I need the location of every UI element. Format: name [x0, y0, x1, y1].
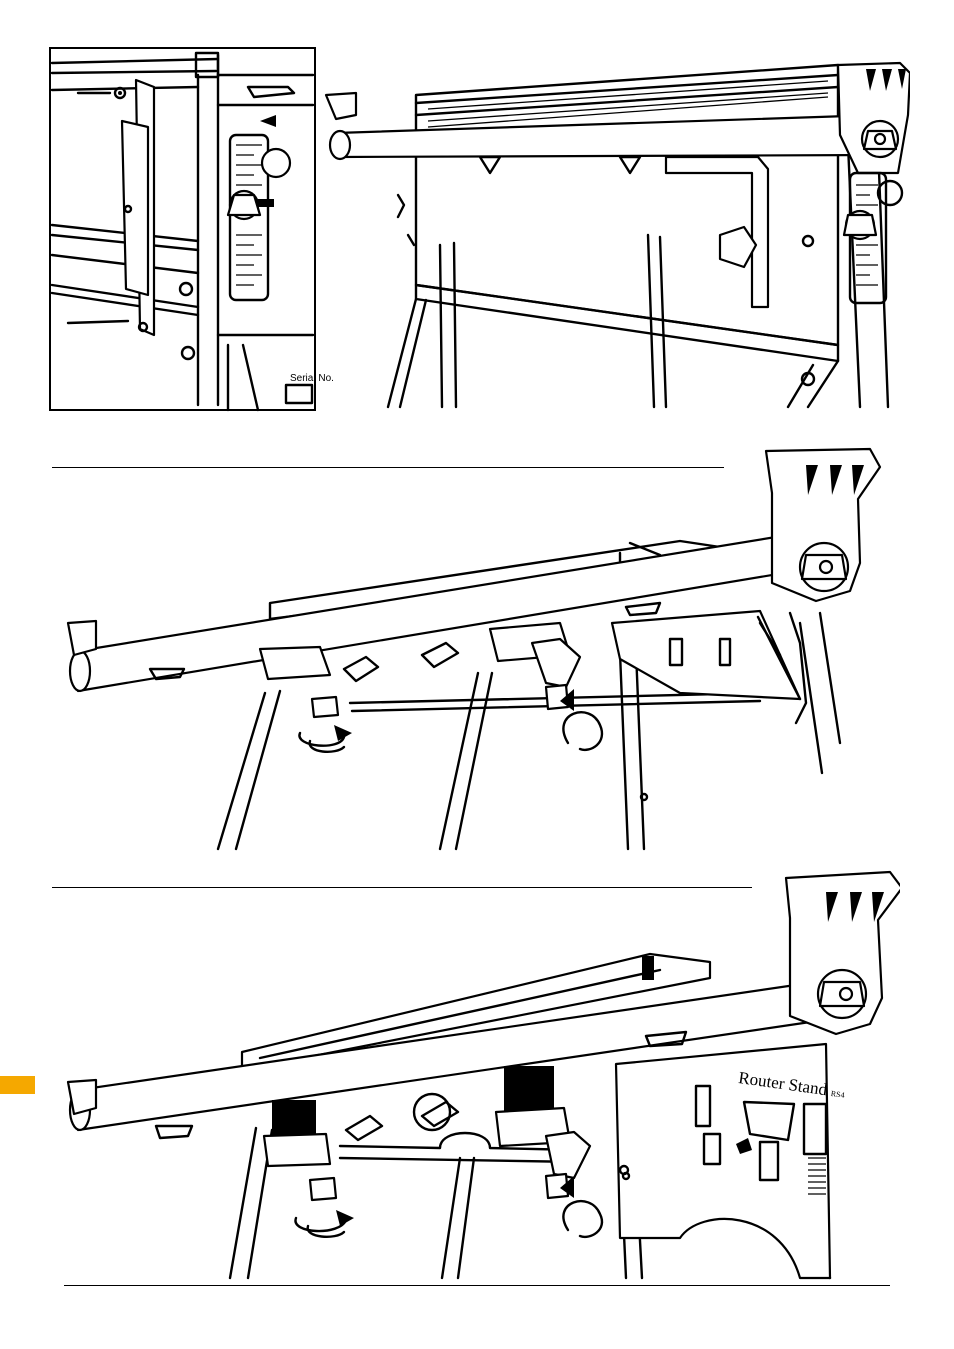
- inset-serial-label: Serial No.: [290, 373, 334, 384]
- inset-detail: [50, 48, 315, 410]
- chapter-tab: [0, 1076, 35, 1094]
- figure-3-router-stand: Router Stand RS4: [60, 858, 900, 1282]
- router-stand-model: RS4: [830, 1089, 845, 1100]
- figure-1-fence-assembly: Serial No.: [48, 45, 910, 413]
- bottom-rule: [64, 1285, 890, 1286]
- figure-3-drawing: [60, 858, 900, 1282]
- figure-1-drawing: Serial No.: [48, 45, 910, 413]
- table-and-rail-drawing: [326, 63, 910, 407]
- figure-2-drawing: [60, 443, 885, 851]
- figure-2-rail-mounting: [60, 443, 885, 851]
